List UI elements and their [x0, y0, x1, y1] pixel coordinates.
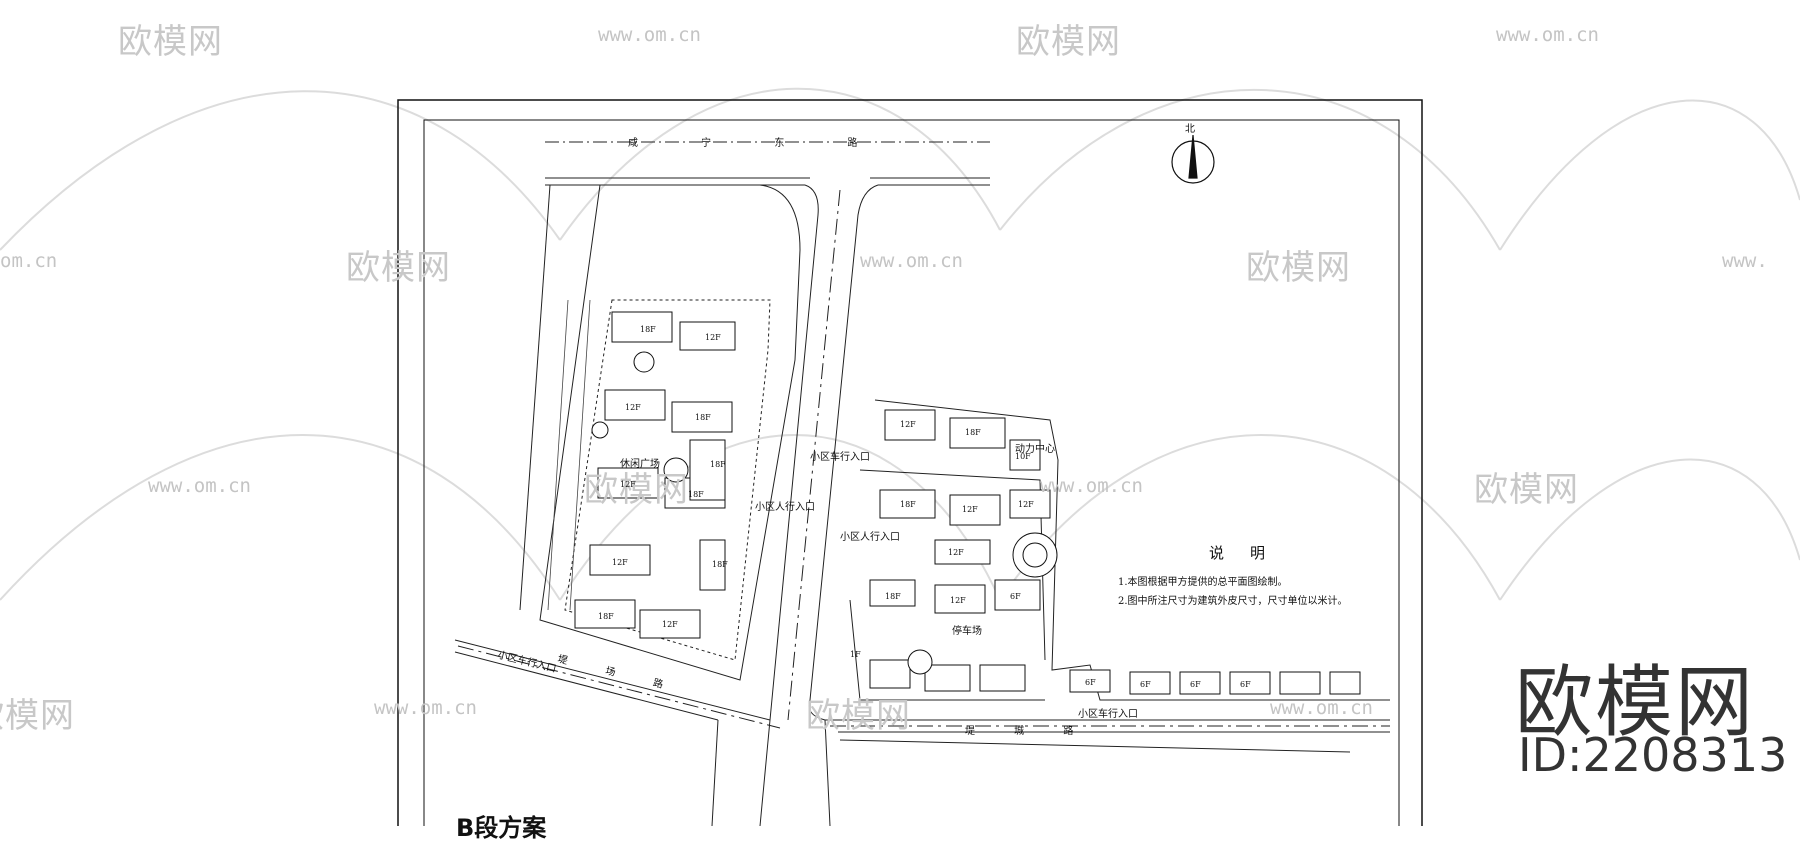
floor-tag: 6F [1240, 680, 1251, 689]
floor-tag: 18F [885, 592, 901, 601]
floor-tag: 18F [710, 460, 726, 469]
watermark-url: www.om.cn [1040, 475, 1143, 497]
watermark-url-partial: om.cn [0, 250, 58, 272]
floor-tag: 10F [1015, 452, 1031, 461]
entrance-label: 小区车行入口 [1078, 709, 1138, 720]
floor-tag: 18F [900, 500, 916, 509]
dimension-lines [547, 299, 591, 611]
note-line: 2.图中所注尺寸为建筑外皮尺寸，尺寸单位以米计。 [1118, 596, 1348, 607]
watermark-url: www.om.cn [374, 697, 477, 719]
floor-tag: 6F [1140, 680, 1151, 689]
watermark-url: www.om.cn [148, 475, 251, 497]
north-label: 北 [1185, 124, 1195, 135]
floor-tag: 12F [948, 548, 964, 557]
west-parcel [519, 184, 801, 681]
floor-tag: 12F [612, 558, 628, 567]
north-arrow-icon [1171, 134, 1215, 184]
south-road [454, 639, 1390, 753]
road-label-south-right: 堤 城 路 [965, 726, 1092, 737]
floor-tag: 18F [712, 560, 728, 569]
watermark-logo: 欧模网 [1016, 22, 1121, 62]
floor-tag: 18F [965, 428, 981, 437]
floor-tag: 12F [620, 480, 636, 489]
watermark-logo: 欧模网 [0, 696, 75, 736]
floor-tag: 6F [1085, 678, 1096, 687]
floor-tag: 12F [900, 420, 916, 429]
floor-tag: 12F [1018, 500, 1034, 509]
floor-tag: 6F [1190, 680, 1201, 689]
watermark-logo: 欧模网 [346, 248, 451, 288]
floor-tag: 6F [1010, 592, 1021, 601]
watermark-url-partial: www. [1722, 250, 1768, 272]
floor-tag: 18F [688, 490, 704, 499]
area-label: 停车场 [952, 626, 982, 637]
watermark-url: www.om.cn [860, 250, 963, 272]
floor-tag: 12F [662, 620, 678, 629]
entrance-label: 小区人行入口 [755, 502, 815, 513]
watermark-logo: 欧模网 [1474, 470, 1579, 510]
brand-logo-text: 欧模网 [1515, 658, 1756, 748]
watermark-logo: 欧模网 [806, 696, 911, 736]
central-road [711, 184, 879, 826]
floor-tag: 12F [705, 333, 721, 342]
site-plan-drawing [0, 87, 1800, 826]
west-buildings [574, 311, 736, 639]
watermark-arcs [0, 87, 1800, 601]
area-label: 休闲广场 [620, 459, 660, 470]
floor-tag: 12F [950, 596, 966, 605]
floor-tag: 18F [598, 612, 614, 621]
watermark-url: www.om.cn [1496, 24, 1599, 46]
brand-id: ID:2208313 [1518, 728, 1788, 782]
area-label: 动力中心 [1015, 444, 1055, 455]
entrance-label: 小区车行入口 [810, 452, 870, 463]
watermark-logo: 欧模网 [1246, 248, 1351, 288]
watermark-logo: 欧模网 [118, 22, 223, 62]
drawing-frame [397, 99, 1423, 826]
watermark-url: www.om.cn [598, 24, 701, 46]
notes-title: 说明 [1209, 544, 1292, 562]
floor-tag: 12F [625, 403, 641, 412]
note-line: 1.本图根据甲方提供的总平面图绘制。 [1118, 577, 1288, 588]
floor-tag: 12F [962, 505, 978, 514]
entrance-label: 小区人行入口 [840, 532, 900, 543]
floor-tag: 18F [695, 413, 711, 422]
road-label-north: 咸 宁 东 路 [628, 138, 888, 149]
east-parcel [849, 399, 1390, 701]
east-buildings [869, 409, 1361, 695]
floor-tag: 1F [850, 650, 861, 659]
watermark-logo: 欧模网 [584, 470, 689, 510]
floor-tag: 18F [640, 325, 656, 334]
watermark-url: www.om.cn [1270, 697, 1373, 719]
